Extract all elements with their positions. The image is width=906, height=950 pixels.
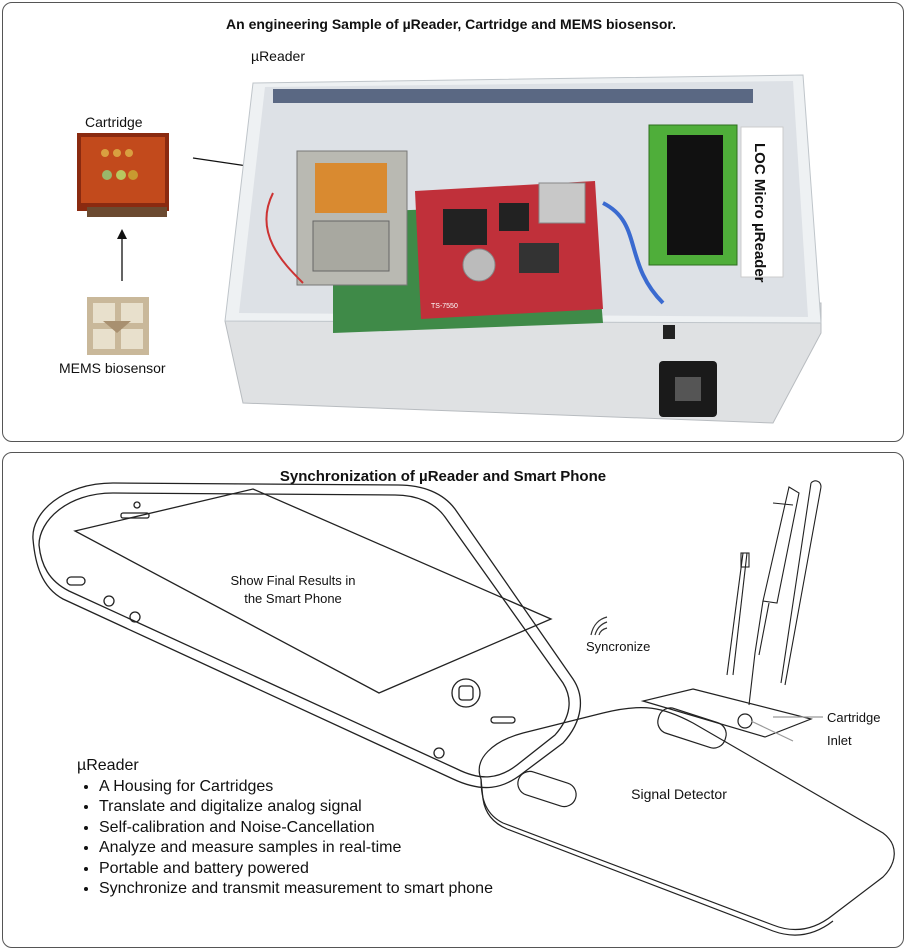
ureader-features: µReader A Housing for Cartridges Transla… (77, 756, 493, 900)
hardware-photo-panel: An engineering Sample of µReader, Cartri… (2, 2, 904, 442)
smart-phone-drawing (32, 482, 582, 789)
ureader-label: µReader (251, 48, 305, 64)
mems-biosensor-photo (87, 297, 149, 355)
bottom-panel-title: Synchronization of µReader and Smart Pho… (280, 468, 606, 485)
feature-item: Translate and digitalize analog signal (99, 797, 493, 818)
cartridge-holder (296, 150, 408, 286)
top-panel-title: An engineering Sample of µReader, Cartri… (226, 16, 676, 32)
inlet-callout-label: Inlet (827, 733, 852, 748)
hardware-photo-illustration: An engineering Sample of µReader, Cartri… (59, 16, 822, 424)
cartridge-callout-label: Cartridge (827, 710, 880, 725)
signal-detector-label: Signal Detector (631, 786, 727, 802)
cartridge-photo (77, 133, 169, 217)
feature-item: Self-calibration and Noise-Cancellation (99, 818, 493, 839)
cartridge-label: Cartridge (85, 114, 143, 130)
feature-item: Synchronize and transmit measurement to … (99, 879, 493, 900)
board-marking: TS-7550 (431, 303, 458, 310)
features-heading: µReader (77, 757, 139, 774)
phone-screen-text-line1: Show Final Results in (231, 573, 356, 588)
sync-illustration: Synchronization of µReader and Smart Pho… (32, 468, 895, 936)
pipettes-and-syringe-drawing (726, 480, 822, 706)
features-list: A Housing for Cartridges Translate and d… (77, 777, 493, 900)
lcd-sticker-text: LOC Micro µReader (751, 143, 768, 283)
feature-item: A Housing for Cartridges (99, 777, 493, 798)
feature-item: Portable and battery powered (99, 859, 493, 880)
phone-screen-text-line2: the Smart Phone (244, 591, 342, 606)
sync-diagram-panel: Synchronization of µReader and Smart Pho… (2, 452, 904, 948)
feature-item: Analyze and measure samples in real-time (99, 838, 493, 859)
signal-detector-drawing (478, 688, 895, 936)
mems-biosensor-label: MEMS biosensor (59, 360, 166, 376)
ureader-device-photo: TS-7550 LOC Micro µReader (224, 74, 822, 424)
syncronize-label: Syncronize (586, 639, 650, 654)
wireless-signal-icon (590, 616, 608, 636)
